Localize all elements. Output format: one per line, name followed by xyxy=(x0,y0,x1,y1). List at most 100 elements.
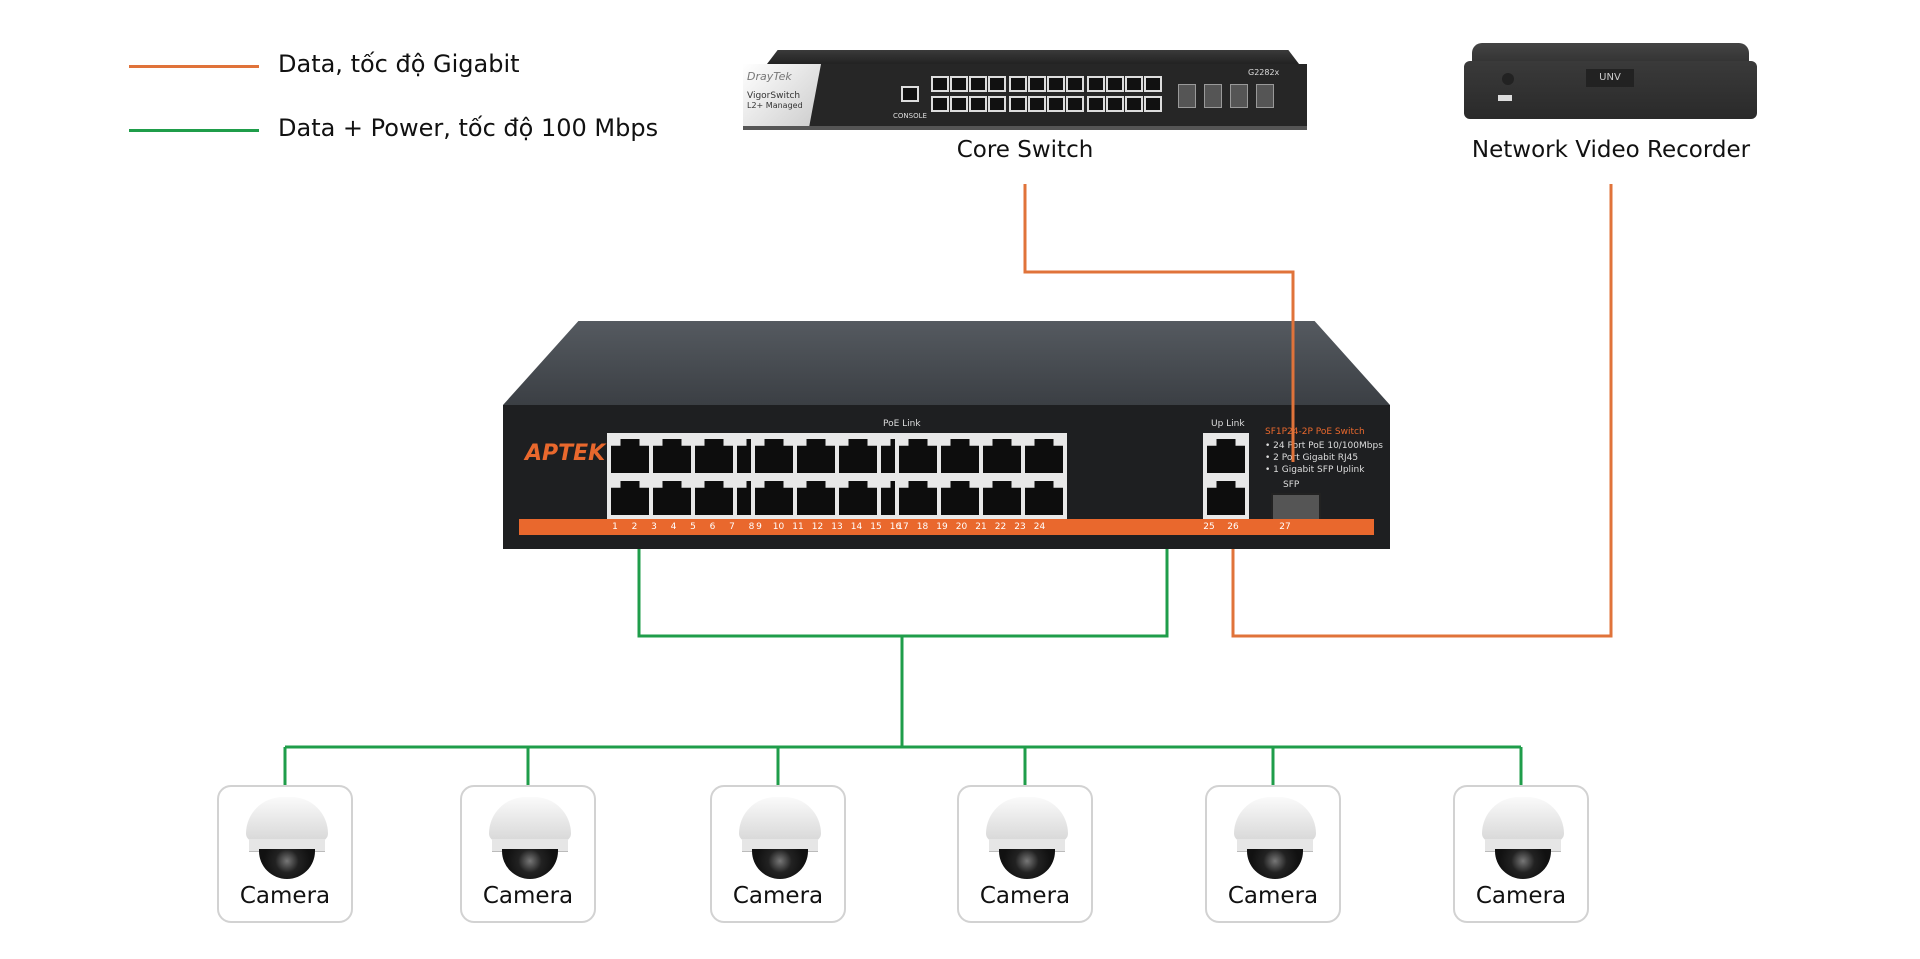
camera-card: Camera xyxy=(957,785,1093,923)
core-switch-port xyxy=(988,76,1006,92)
feature-1: • 24 Port PoE 10/100Mbps xyxy=(1265,441,1383,451)
up-link-label: Up Link xyxy=(1211,419,1245,429)
rj45-port xyxy=(653,481,691,515)
core-switch-port xyxy=(1144,76,1162,92)
core-sub-text: L2+ Managed xyxy=(747,101,803,110)
core-switch-sfp-port xyxy=(1256,84,1274,108)
rj45-port xyxy=(755,439,793,473)
core-switch-sfp-port xyxy=(1230,84,1248,108)
rj45-port xyxy=(695,481,733,515)
rj45-port xyxy=(839,439,877,473)
camera-card: Camera xyxy=(217,785,353,923)
core-model-no: G2282x xyxy=(1248,68,1280,77)
core-brand-text: DrayTek xyxy=(747,70,792,83)
camera-lens-icon xyxy=(999,849,1055,879)
rj45-port xyxy=(695,439,733,473)
camera-lens-icon xyxy=(259,849,315,879)
switch-title: SF1P24-2P PoE Switch xyxy=(1265,427,1365,437)
nvr-brand: UNV xyxy=(1586,69,1634,87)
core-switch-port xyxy=(969,96,987,112)
rj45-port xyxy=(797,439,835,473)
rj45-port xyxy=(983,481,1021,515)
camera-card: Camera xyxy=(1453,785,1589,923)
legend-gigabit-line xyxy=(129,65,259,68)
uplink-port-group xyxy=(1203,433,1249,519)
port-number-label: 22 xyxy=(994,522,1007,532)
core-switch-port xyxy=(1125,96,1143,112)
port-number-label: 21 xyxy=(975,522,987,532)
core-switch-port xyxy=(969,76,987,92)
port-number-strip xyxy=(519,519,1374,535)
port-number-label: 18 xyxy=(916,522,929,532)
camera-card: Camera xyxy=(710,785,846,923)
rj45-port xyxy=(983,439,1021,473)
port-number-label: 15 xyxy=(870,522,882,532)
dome-camera-icon xyxy=(489,797,571,841)
poe-port-group xyxy=(895,433,1067,519)
rj45-port xyxy=(1207,481,1245,515)
core-model-text: VigorSwitch xyxy=(747,91,801,101)
camera-label: Camera xyxy=(732,883,824,909)
camera-lens-icon xyxy=(1495,849,1551,879)
port-number-label: 10 xyxy=(772,522,785,532)
dome-camera-icon xyxy=(739,797,821,841)
rj45-port xyxy=(839,481,877,515)
core-switch-port xyxy=(1047,76,1065,92)
core-switch-port xyxy=(1125,76,1143,92)
port-number-label: 4 xyxy=(670,522,677,532)
core-switch-console-port xyxy=(901,86,919,102)
port-number-label: 1 xyxy=(612,522,618,532)
dome-camera-icon xyxy=(986,797,1068,841)
camera-card: Camera xyxy=(1205,785,1341,923)
rj45-port xyxy=(941,481,979,515)
port-number-label: 19 xyxy=(936,522,948,532)
dome-camera-icon xyxy=(246,797,328,841)
core-switch-port xyxy=(1066,96,1084,112)
rj45-port xyxy=(1025,481,1063,515)
core-switch-image: DrayTek VigorSwitch L2+ Managed G2282x C… xyxy=(743,50,1307,132)
core-switch-port xyxy=(950,96,968,112)
port-number-label: 26 xyxy=(1227,522,1239,532)
rj45-port xyxy=(1207,439,1245,473)
port-number-label: 11 xyxy=(792,522,804,532)
legend-poe-label: Data + Power, tốc độ 100 Mbps xyxy=(278,114,659,142)
camera-label: Camera xyxy=(1475,883,1567,909)
power-button-icon xyxy=(1502,73,1514,85)
core-switch-label: Core Switch xyxy=(956,137,1094,163)
port-number-label: 3 xyxy=(651,522,657,532)
core-switch-port xyxy=(1009,76,1027,92)
core-switch-port xyxy=(931,96,949,112)
core-switch-port xyxy=(931,76,949,92)
core-console-label: CONSOLE xyxy=(893,112,927,120)
port-number-label: 24 xyxy=(1033,522,1046,532)
legend-gigabit-label: Data, tốc độ Gigabit xyxy=(278,50,520,78)
port-number-label: 14 xyxy=(850,522,863,532)
feature-2: • 2 Port Gigabit RJ45 xyxy=(1265,453,1359,463)
usb-port-icon xyxy=(1498,95,1512,101)
core-switch-port xyxy=(1106,76,1124,92)
port-number-label: 20 xyxy=(955,522,968,532)
nvr-label: Network Video Recorder xyxy=(1471,137,1751,163)
port-number-label: 2 xyxy=(631,522,638,532)
rj45-port xyxy=(611,481,649,515)
aptek-logo: APTEK xyxy=(525,441,606,466)
sfp-port xyxy=(1271,493,1321,521)
port-number-label: 25 xyxy=(1203,522,1215,532)
core-switch-brand: DrayTek VigorSwitch L2+ Managed xyxy=(743,64,821,126)
core-switch-sfp-port xyxy=(1178,84,1196,108)
core-switch-port xyxy=(1009,96,1027,112)
nvr-uplink-wire xyxy=(1231,184,1613,638)
rj45-port xyxy=(653,439,691,473)
port-number-label: 9 xyxy=(756,522,762,532)
rj45-port xyxy=(899,439,937,473)
port-number-label: 7 xyxy=(729,522,735,532)
dome-camera-icon xyxy=(1234,797,1316,841)
poe-port-group xyxy=(751,433,923,519)
core-switch-sfp-port xyxy=(1204,84,1222,108)
port-number-label: 16 xyxy=(889,522,902,532)
camera-lens-icon xyxy=(1247,849,1303,879)
rj45-port xyxy=(899,481,937,515)
poe-switch-wire xyxy=(637,549,1169,638)
poe-switch-image: APTEK PoE Link Up Link SF1P24-2P PoE Swi… xyxy=(503,321,1390,549)
